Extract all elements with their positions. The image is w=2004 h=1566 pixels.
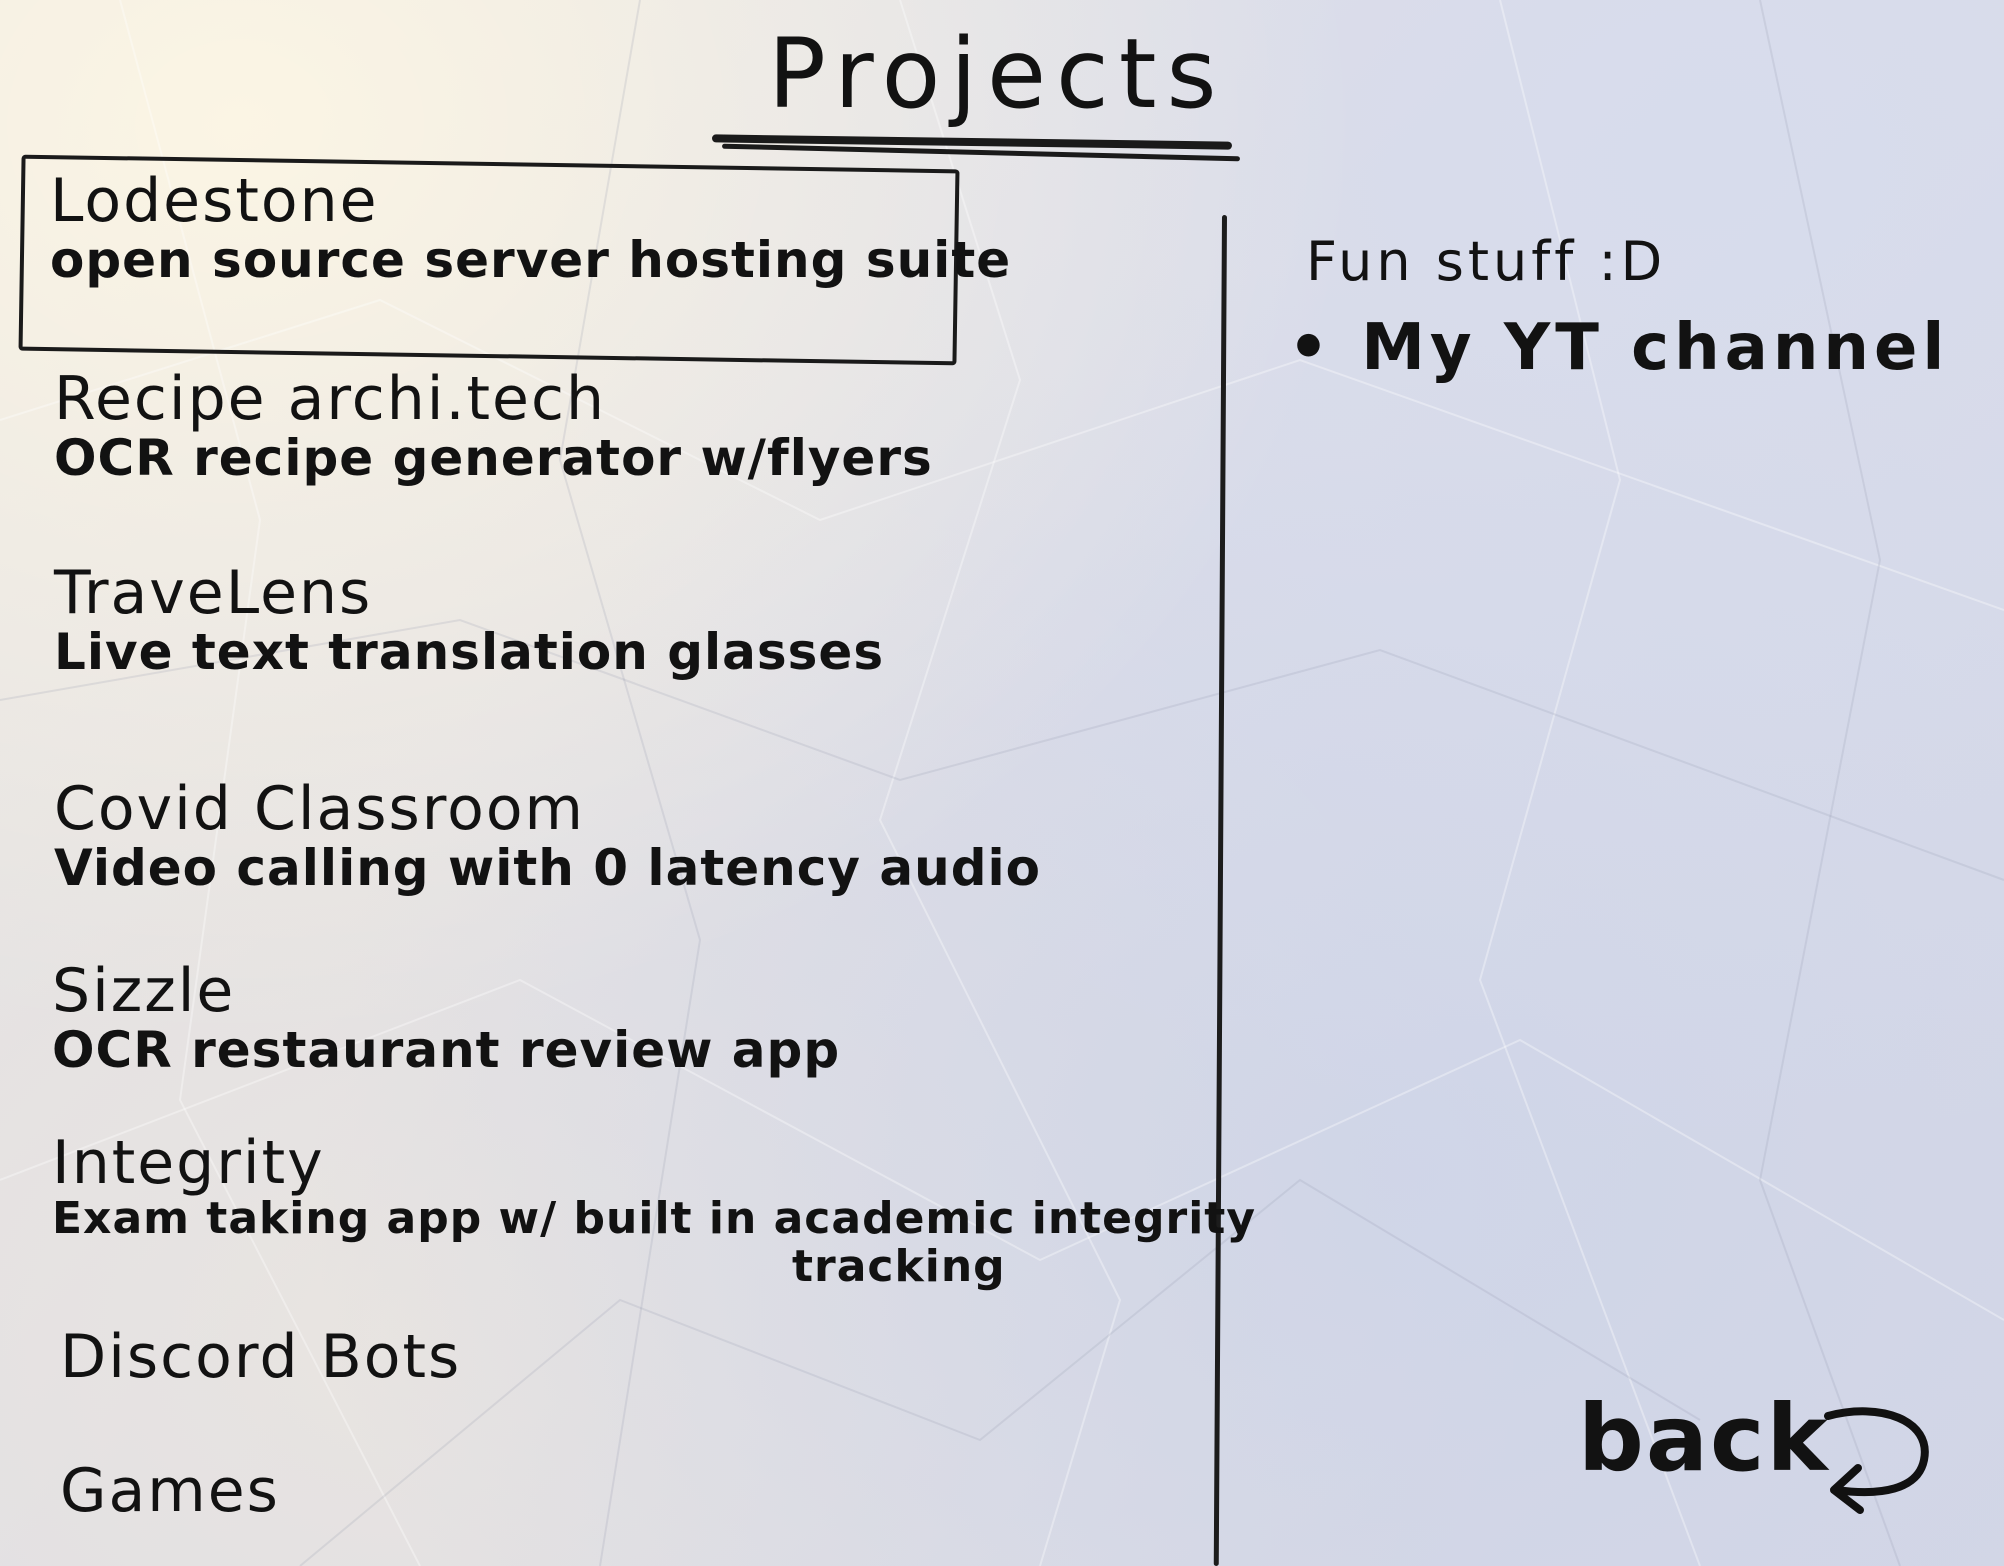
project-item-lodestone[interactable]: Lodestone open source server hosting sui… [50, 170, 1011, 288]
project-item-travelens[interactable]: TraveLens Live text translation glasses [54, 562, 884, 680]
youtube-channel-link[interactable]: • My YT channel [1288, 311, 1949, 385]
project-description-continued: tracking [792, 1241, 1006, 1293]
project-name: Discord Bots [60, 1322, 462, 1392]
bullet-icon: • [1288, 311, 1334, 385]
project-description: OCR recipe generator w/flyers [54, 429, 933, 487]
project-item-discord-bots[interactable]: Discord Bots [60, 1326, 461, 1389]
project-name: Recipe archi.tech [54, 364, 606, 434]
project-description: open source server hosting suite [50, 231, 1012, 289]
project-name: Sizzle [52, 956, 236, 1026]
page-title: Projects [768, 18, 1227, 130]
project-name: Games [60, 1456, 280, 1526]
project-description: OCR restaurant review app [52, 1021, 841, 1079]
project-name: Covid Classroom [54, 774, 586, 844]
column-divider [1213, 215, 1227, 1566]
youtube-channel-label: My YT channel [1361, 311, 1950, 385]
project-name: Lodestone [50, 166, 379, 236]
back-button[interactable]: back [1578, 1358, 1940, 1518]
project-list: Lodestone open source server hosting sui… [18, 154, 1255, 1523]
project-name: TraveLens [54, 558, 373, 628]
project-item-covid-classroom[interactable]: Covid Classroom Video calling with 0 lat… [54, 778, 1041, 896]
curved-return-arrow-icon [1823, 1407, 1929, 1514]
back-label: back [1578, 1384, 1830, 1492]
project-description: Video calling with 0 latency audio [54, 839, 1041, 897]
fun-stuff-title: Fun stuff :D [1306, 230, 1667, 293]
project-item-games[interactable]: Games [60, 1460, 280, 1523]
project-item-recipe-architech[interactable]: Recipe archi.tech OCR recipe generator w… [54, 368, 933, 486]
project-description: Exam taking app w/ built in academic int… [52, 1193, 1257, 1244]
project-item-sizzle[interactable]: Sizzle OCR restaurant review app [52, 960, 840, 1078]
project-description: Live text translation glasses [54, 623, 885, 681]
fun-stuff-section: Fun stuff :D • My YT channel [1288, 230, 1949, 385]
project-name: Integrity [52, 1128, 325, 1198]
project-item-integrity[interactable]: Integrity Exam taking app w/ built in ac… [52, 1132, 1256, 1292]
